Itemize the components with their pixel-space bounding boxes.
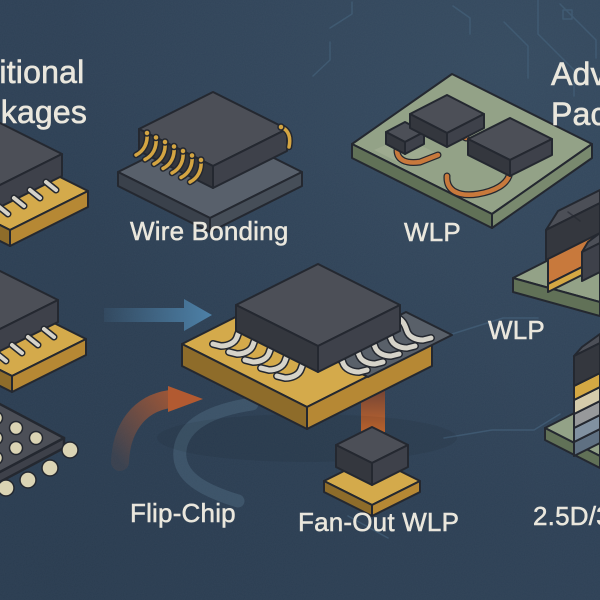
bga-die-illustration bbox=[0, 402, 79, 497]
label-fan-out-wlp: Fan-Out WLP bbox=[298, 507, 460, 538]
label-wire-bonding: Wire Bonding bbox=[130, 216, 289, 247]
red-curved-arrow-icon bbox=[111, 386, 203, 471]
traditional-package-1-illustration bbox=[0, 121, 89, 247]
blue-right-arrow-icon bbox=[104, 299, 212, 331]
flip-chip-package-illustration bbox=[157, 263, 457, 462]
title-advanced-line2: Packaging bbox=[551, 96, 600, 132]
stacked-3d-package-illustration bbox=[544, 333, 600, 469]
wlp-package-illustration bbox=[351, 73, 593, 229]
bond-wires bbox=[132, 123, 293, 186]
wire-bonding-package-illustration bbox=[117, 91, 303, 233]
faint-flow-curve-icon bbox=[173, 397, 259, 508]
wlp-interposer-illustration bbox=[512, 189, 600, 317]
title-advanced-line1: Advanced bbox=[551, 56, 600, 92]
label-flip-chip: Flip-Chip bbox=[130, 498, 236, 529]
label-wlp-top: WLP bbox=[404, 217, 461, 248]
title-traditional-line2: Packages bbox=[0, 94, 88, 130]
fan-out-wlp-package-illustration bbox=[323, 426, 421, 517]
traditional-package-2-illustration bbox=[0, 269, 87, 393]
label-2-5d-3d: 2.5D/3D bbox=[533, 501, 600, 532]
title-traditional-line1: Traditional bbox=[0, 54, 85, 90]
label-wlp-right: WLP bbox=[488, 315, 545, 346]
